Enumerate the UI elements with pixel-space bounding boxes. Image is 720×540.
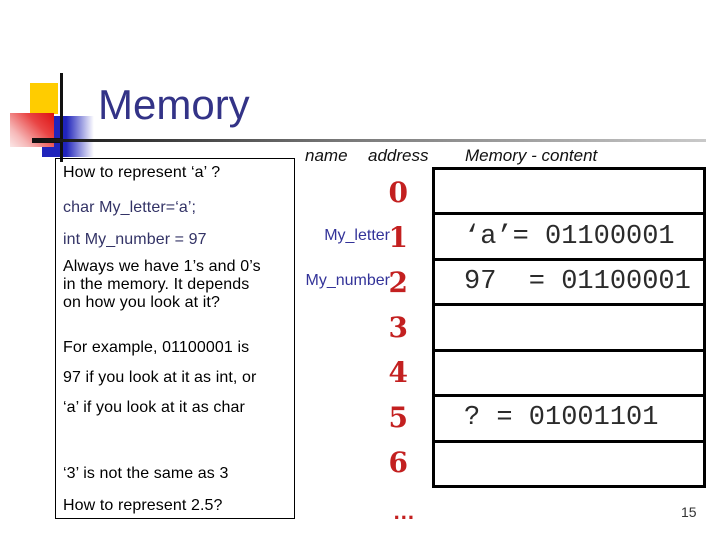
address-2: 2 [388, 266, 408, 299]
code-int-declaration: int My_number = 97 [63, 231, 207, 248]
variable-name-my-number: My_number [305, 272, 390, 289]
title-underline [35, 139, 706, 142]
memory-cell-5: ? = 01001101 [435, 397, 703, 443]
text-three-not-same: ‘3’ is not the same as 3 [63, 465, 229, 482]
text-as-char: ‘a’ if you look at it as char [63, 399, 245, 416]
address-1: 1 [388, 221, 408, 254]
decor-vertical-line [60, 73, 63, 162]
address-0: 0 [388, 176, 408, 209]
text-as-int: 97 if you look at it as int, or [63, 369, 257, 386]
memory-cell-2-content: 97 = 01100001 [464, 267, 691, 298]
memory-cell-1-content: ‘a’= 01100001 [464, 221, 675, 252]
variable-name-my-letter: My_letter [324, 227, 390, 244]
header-memory-content: Memory - content [465, 146, 598, 165]
address-4: 4 [388, 356, 408, 389]
explanation-box: How to represent ‘a’ ? char My_letter=‘a… [55, 158, 295, 519]
slide-title: Memory [98, 81, 250, 128]
header-name: name [305, 146, 348, 165]
text-always-ones-zeros: Always we have 1’s and 0’s in the memory… [63, 258, 261, 311]
memory-cell-1: ‘a’= 01100001 [435, 215, 703, 261]
code-char-declaration: char My_letter=‘a’; [63, 199, 197, 216]
text-for-example: For example, 01100001 is [63, 339, 250, 356]
memory-cell-0 [435, 170, 703, 216]
page-number: 15 [681, 504, 697, 520]
memory-cell-4 [435, 352, 703, 398]
memory-cell-3 [435, 306, 703, 352]
address-3: 3 [388, 311, 408, 344]
text-represent-decimal: How to represent 2.5? [63, 497, 223, 514]
memory-cell-5-content: ? = 01001101 [464, 403, 659, 434]
address-5: 5 [388, 401, 408, 434]
address-6: 6 [388, 446, 408, 479]
decor-yellow-square [30, 83, 58, 114]
memory-table: ‘a’= 01100001 97 = 01100001 ? = 01001101 [432, 167, 706, 488]
header-address: address [368, 146, 429, 165]
memory-cell-6 [435, 443, 703, 485]
text-how-represent-a: How to represent ‘a’ ? [63, 164, 221, 181]
memory-cell-2: 97 = 01100001 [435, 261, 703, 307]
address-ellipsis: ... [393, 499, 415, 524]
